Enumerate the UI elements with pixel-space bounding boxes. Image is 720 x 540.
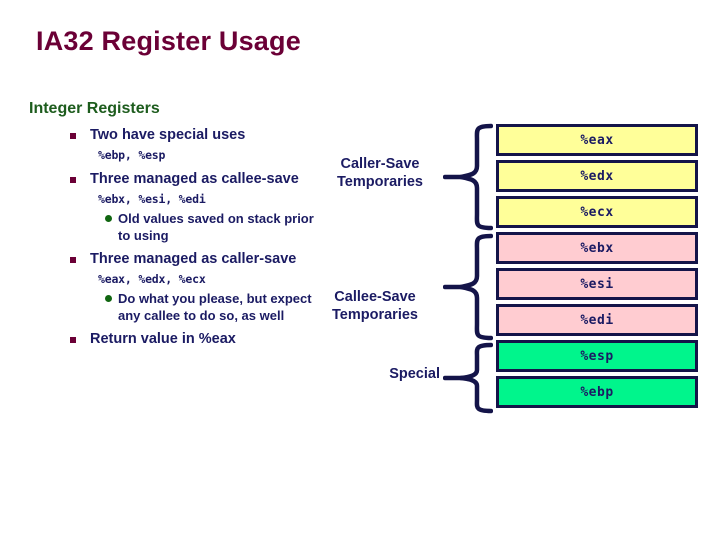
register-box-ecx: %ecx [496,196,698,228]
round-bullet-icon [105,215,112,222]
list-item-note: Old values saved on stack prior to using [68,210,318,244]
list-item-label: Return value in %eax [90,331,236,347]
square-bullet-icon [70,257,76,263]
list-item-note-label: Old values saved on stack prior to using [118,211,314,243]
register-label: %ecx [580,204,614,220]
register-box-edx: %edx [496,160,698,192]
register-box-esp: %esp [496,340,698,372]
register-label: %esp [580,348,614,364]
register-box-eax: %eax [496,124,698,156]
group-label-line1: Callee-Save [334,289,416,305]
register-box-ebp: %ebp [496,376,698,408]
square-bullet-icon [70,337,76,343]
register-box-esi: %esi [496,268,698,300]
register-label: %ebp [580,384,614,400]
register-label: %edx [580,168,614,184]
register-box-ebx: %ebx [496,232,698,264]
register-label: %esi [580,276,614,292]
list-item: Three managed as caller-save [68,250,318,269]
section-heading: Integer Registers [29,100,160,117]
group-label-callee-save: Callee-Save Temporaries [310,288,440,324]
group-label-line1: Special [389,366,440,382]
group-label-line1: Caller-Save [340,156,420,172]
list-item-label: Two have special uses [90,127,246,143]
list-item-note: Do what you please, but expect any calle… [68,290,318,324]
round-bullet-icon [105,295,112,302]
list-item-label: Three managed as callee-save [90,171,299,187]
list-item: Two have special uses [68,126,318,145]
page-title: IA32 Register Usage [36,26,301,56]
register-label: %ebx [580,240,614,256]
list-item-label: Three managed as caller-save [90,251,297,267]
register-box-edi: %edi [496,304,698,336]
square-bullet-icon [70,133,76,139]
list-item: Three managed as callee-save [68,170,318,189]
register-label: %eax [580,132,614,148]
list-item-sub: %ebp, %esp [98,148,166,162]
list-item-sub: %eax, %edx, %ecx [98,272,206,286]
group-label-line2: Temporaries [332,307,418,323]
brace-caller-save-icon [443,122,493,232]
register-label: %edi [580,312,614,328]
group-label-caller-save: Caller-Save Temporaries [320,155,440,191]
list-item: Return value in %eax [68,330,318,349]
square-bullet-icon [70,177,76,183]
list-item-sub: %ebx, %esi, %edi [98,192,206,206]
brace-special-icon [443,341,493,415]
brace-callee-save-icon [443,232,493,342]
group-label-special: Special [330,365,440,383]
list-item-note-label: Do what you please, but expect any calle… [118,291,312,323]
bullet-list: Two have special uses %ebp, %esp Three m… [68,126,318,351]
group-label-line2: Temporaries [337,174,423,190]
